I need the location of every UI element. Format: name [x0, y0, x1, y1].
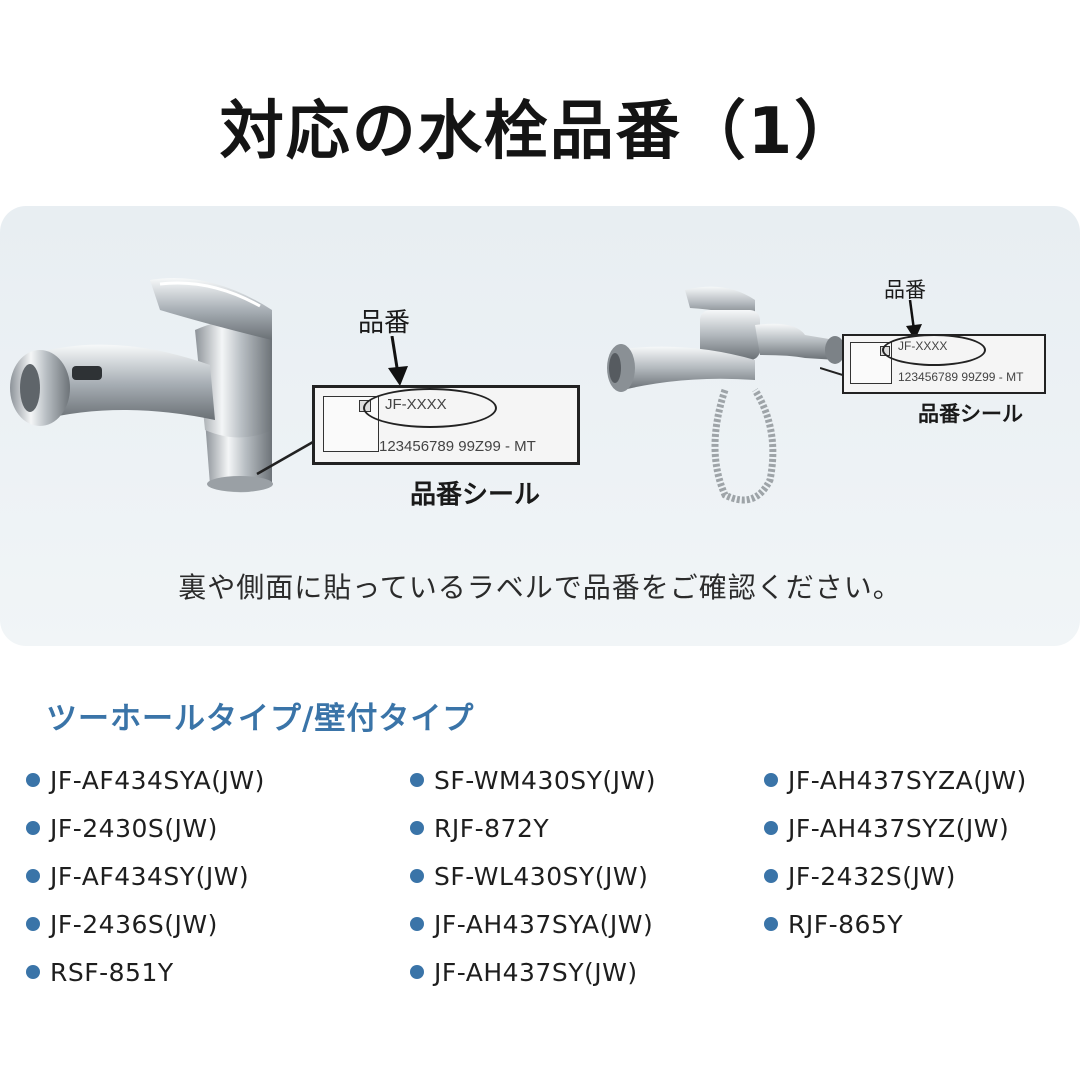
bullet-icon: [26, 965, 40, 979]
list-item: SF-WM430SY(JW): [410, 756, 656, 804]
model-number: JF-2436S(JW): [50, 909, 218, 939]
sticker-caption-right: 品番シール: [918, 402, 1023, 426]
model-number: JF-AH437SY(JW): [434, 957, 638, 987]
list-item: RJF-872Y: [410, 804, 656, 852]
list-item: JF-AF434SYA(JW): [26, 756, 265, 804]
highlight-ellipse: [363, 388, 497, 428]
wall-mounted-faucet-image: [607, 286, 845, 504]
pull-out-faucet-image: [10, 278, 273, 493]
list-item: SF-WL430SY(JW): [410, 852, 656, 900]
bullet-icon: [26, 821, 40, 835]
bullet-icon: [26, 917, 40, 931]
bullet-icon: [410, 821, 424, 835]
page-title: 対応の水栓品番（1）: [219, 95, 861, 169]
bullet-icon: [764, 773, 778, 787]
list-item: JF-2430S(JW): [26, 804, 265, 852]
model-number: JF-2432S(JW): [788, 861, 956, 891]
model-number: RSF-851Y: [50, 957, 174, 987]
bullet-icon: [410, 773, 424, 787]
part-number-label-right: 品番: [884, 278, 926, 302]
highlight-ellipse: [882, 334, 986, 366]
bullet-icon: [26, 773, 40, 787]
list-item: RSF-851Y: [26, 948, 265, 996]
model-number: JF-AH437SYZ(JW): [788, 813, 1010, 843]
list-item: JF-AH437SY(JW): [410, 948, 656, 996]
list-item: JF-AH437SYA(JW): [410, 900, 656, 948]
instruction-text: 裏や側面に貼っているラベルで品番をご確認ください。: [178, 571, 902, 604]
list-item: JF-2432S(JW): [764, 852, 1027, 900]
leader-line-left: [256, 440, 314, 476]
part-number-sticker-left: JF-XXXX 123456789 99Z99 - MT: [312, 385, 580, 465]
bullet-icon: [26, 869, 40, 883]
bullet-icon: [410, 965, 424, 979]
model-number: SF-WM430SY(JW): [434, 765, 657, 795]
model-list-column-1: JF-AF434SYA(JW) JF-2430S(JW) JF-AF434SY(…: [26, 756, 265, 996]
sticker-caption-left: 品番シール: [410, 480, 541, 510]
sticker-code: JF-XXXX: [385, 396, 447, 413]
sticker-code: JF-XXXX: [898, 339, 948, 353]
model-list-column-2: SF-WM430SY(JW) RJF-872Y SF-WL430SY(JW) J…: [410, 756, 656, 996]
sticker-serial: 123456789 99Z99 - MT: [898, 370, 1024, 384]
arrow-down-icon: [388, 336, 408, 386]
bullet-icon: [410, 869, 424, 883]
part-number-label-left: 品番: [358, 308, 411, 338]
list-item: RJF-865Y: [764, 900, 1027, 948]
section-heading: ツーホールタイプ/壁付タイプ: [46, 701, 475, 737]
model-number: JF-AF434SY(JW): [50, 861, 250, 891]
model-number: JF-AH437SYZA(JW): [788, 765, 1027, 795]
model-number: SF-WL430SY(JW): [434, 861, 649, 891]
model-list-column-3: JF-AH437SYZA(JW) JF-AH437SYZ(JW) JF-2432…: [764, 756, 1027, 948]
bullet-icon: [410, 917, 424, 931]
leader-line-right: [820, 367, 846, 377]
bullet-icon: [764, 821, 778, 835]
model-number: RJF-865Y: [788, 909, 904, 939]
list-item: JF-AH437SYZA(JW): [764, 756, 1027, 804]
list-item: JF-2436S(JW): [26, 900, 265, 948]
model-number: JF-AH437SYA(JW): [434, 909, 654, 939]
model-number: JF-AF434SYA(JW): [50, 765, 265, 795]
arrow-down-icon: [906, 300, 922, 340]
model-number: JF-2430S(JW): [50, 813, 218, 843]
part-number-sticker-right: JF-XXXX 123456789 99Z99 - MT: [842, 334, 1046, 394]
list-item: JF-AF434SY(JW): [26, 852, 265, 900]
model-number: RJF-872Y: [434, 813, 550, 843]
sticker-serial: 123456789 99Z99 - MT: [379, 438, 536, 455]
bullet-icon: [764, 917, 778, 931]
bullet-icon: [764, 869, 778, 883]
list-item: JF-AH437SYZ(JW): [764, 804, 1027, 852]
